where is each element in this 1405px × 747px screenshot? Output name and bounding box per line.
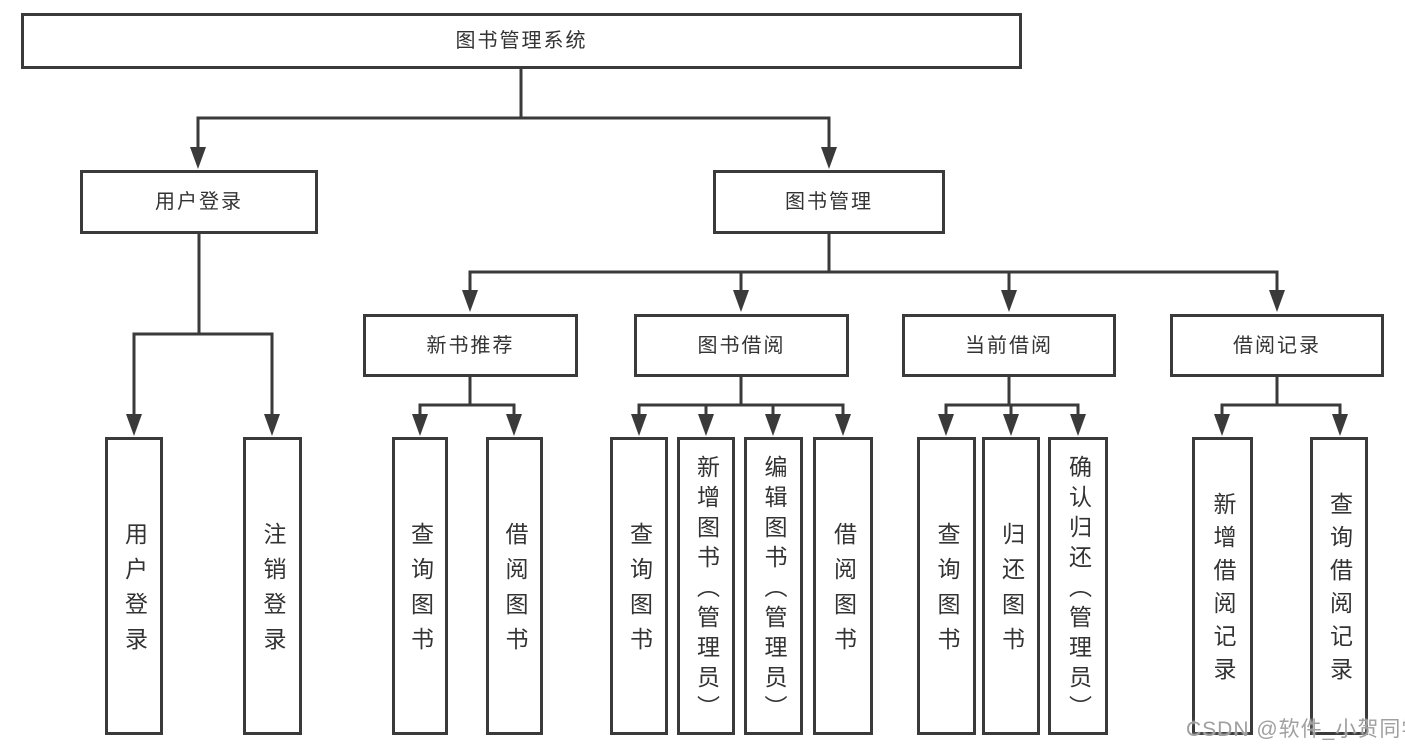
node-book-borrow-label: 图书借阅 xyxy=(697,334,786,357)
node-book-borrow: 图书借阅 xyxy=(634,314,849,377)
leaf-borrow-book-label: 借阅图书 xyxy=(830,522,857,662)
leaf-borrow-query-book: 查询图书 xyxy=(610,437,668,735)
leaf-user-login: 用户登录 xyxy=(105,437,163,735)
node-root: 图书管理系统 xyxy=(21,13,1022,69)
node-new-book-recommend-label: 新书推荐 xyxy=(426,334,515,357)
leaf-query-borrow-record-label: 查询借阅记录 xyxy=(1326,492,1353,690)
leaf-user-login-label: 用户登录 xyxy=(121,522,148,662)
leaf-return-book-label: 归还图书 xyxy=(998,522,1025,662)
leaf-add-borrow-record-label: 新增借阅记录 xyxy=(1210,492,1236,690)
node-current-borrow: 当前借阅 xyxy=(902,314,1116,377)
leaf-add-borrow-record: 新增借阅记录 xyxy=(1192,437,1253,735)
leaf-add-book-admin: 新增图书（管理员） xyxy=(677,437,735,735)
leaf-query-borrow-record: 查询借阅记录 xyxy=(1310,437,1368,735)
node-current-borrow-label: 当前借阅 xyxy=(965,334,1053,357)
leaf-confirm-return-admin: 确认归还（管理员） xyxy=(1048,437,1108,735)
node-borrow-record: 借阅记录 xyxy=(1170,314,1384,377)
node-user-login: 用户登录 xyxy=(80,170,318,234)
node-user-login-label: 用户登录 xyxy=(155,191,243,213)
leaf-logout: 注销登录 xyxy=(243,437,302,735)
node-borrow-record-label: 借阅记录 xyxy=(1233,334,1321,357)
node-book-management-label: 图书管理 xyxy=(785,191,873,213)
leaf-return-book: 归还图书 xyxy=(982,437,1040,735)
csdn-watermark: CSDN @软件_小贺同学 xyxy=(1186,718,1405,741)
leaf-logout-label: 注销登录 xyxy=(260,522,286,662)
node-book-management: 图书管理 xyxy=(713,170,945,234)
leaf-current-query-book-label: 查询图书 xyxy=(934,522,960,662)
leaf-recommend-borrow-book-label: 借阅图书 xyxy=(502,522,528,662)
leaf-confirm-return-admin-label: 确认归还（管理员） xyxy=(1065,454,1092,725)
leaf-edit-book-admin-label: 编辑图书（管理员） xyxy=(761,454,787,725)
node-new-book-recommend: 新书推荐 xyxy=(363,314,578,377)
leaf-borrow-query-book-label: 查询图书 xyxy=(626,522,653,662)
leaf-edit-book-admin: 编辑图书（管理员） xyxy=(744,437,803,735)
leaf-recommend-query-book: 查询图书 xyxy=(392,437,448,735)
leaf-add-book-admin-label: 新增图书（管理员） xyxy=(693,454,720,725)
leaf-recommend-query-book-label: 查询图书 xyxy=(407,522,434,662)
leaf-recommend-borrow-book: 借阅图书 xyxy=(486,437,543,735)
leaf-current-query-book: 查询图书 xyxy=(917,437,976,735)
leaf-borrow-book: 借阅图书 xyxy=(813,437,873,735)
node-root-label: 图书管理系统 xyxy=(455,30,588,52)
